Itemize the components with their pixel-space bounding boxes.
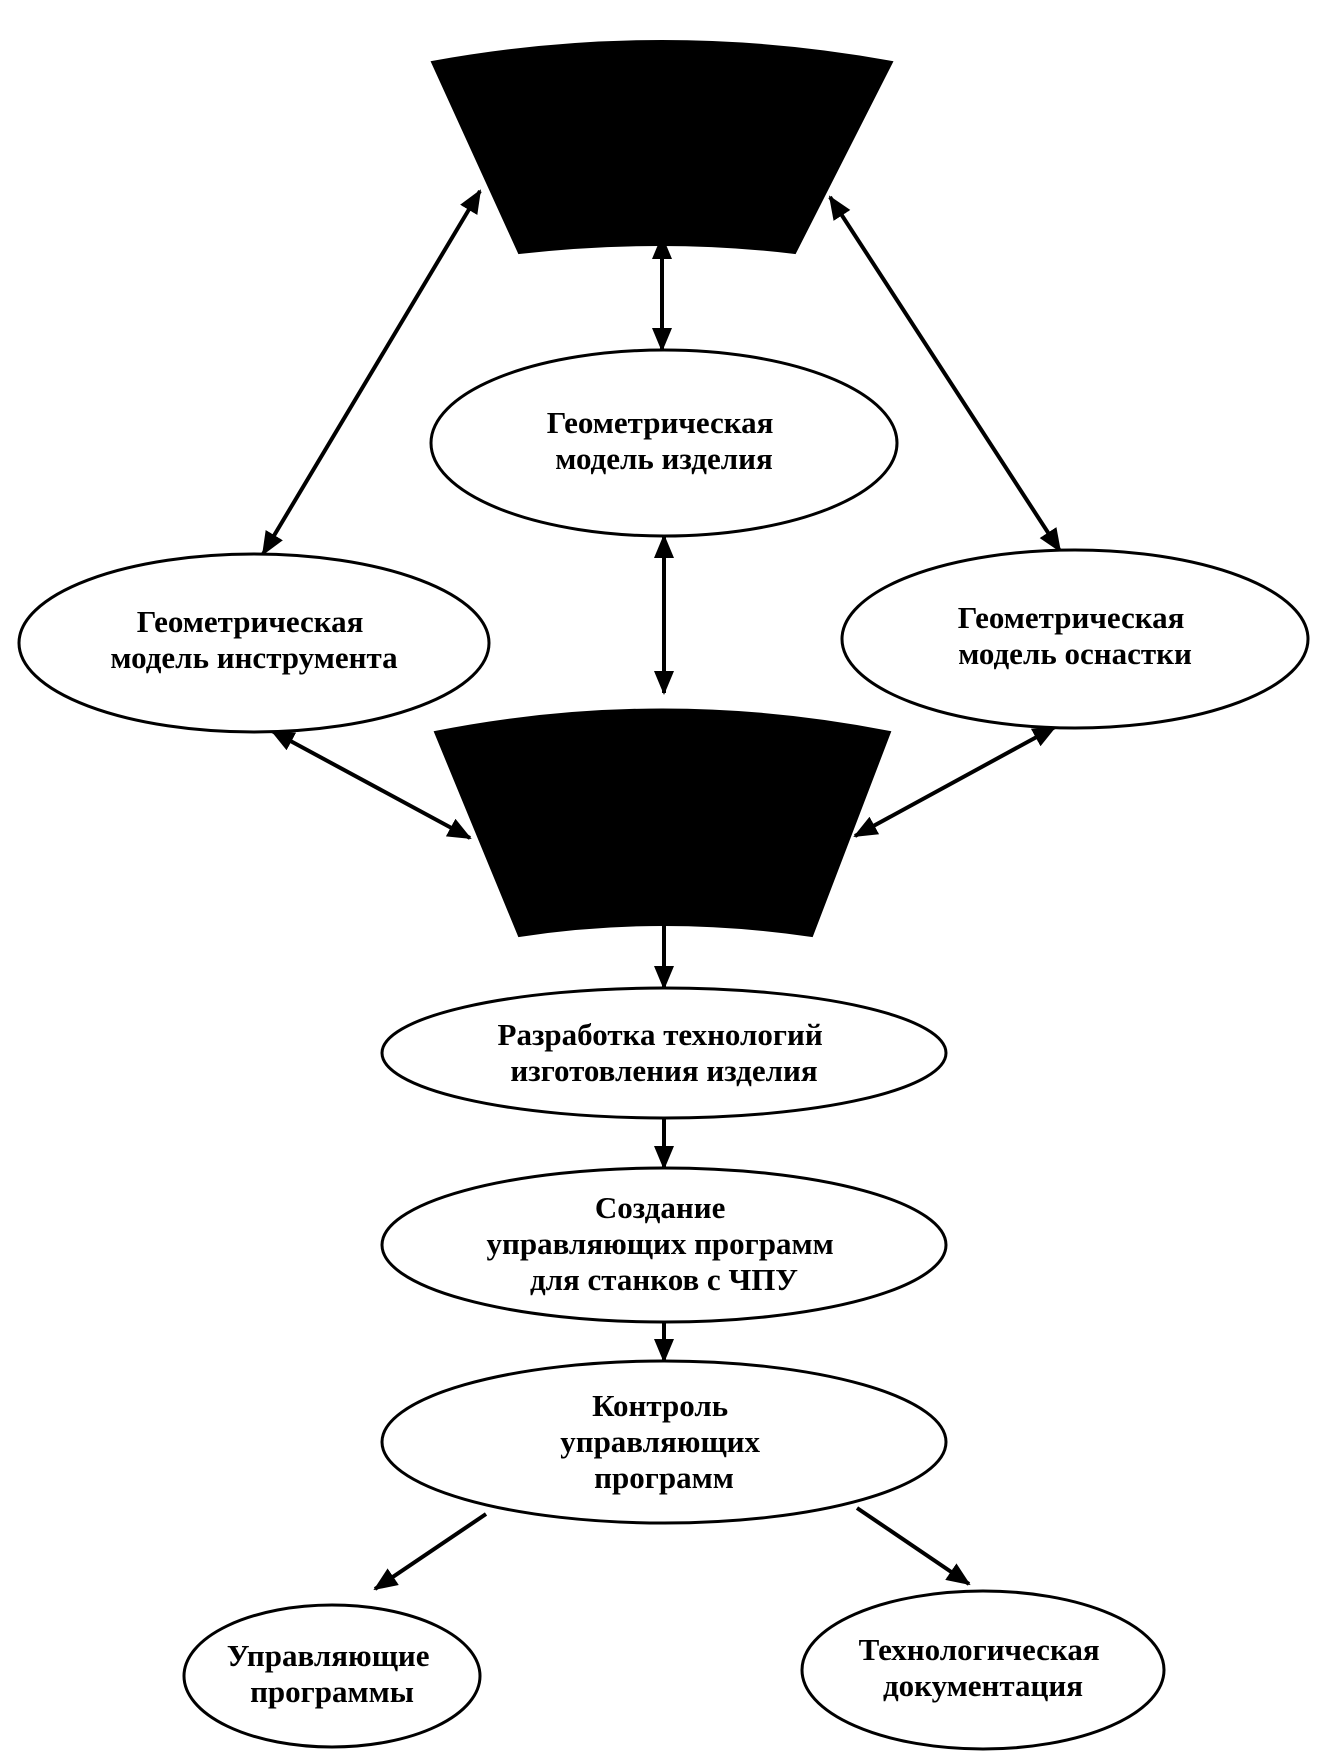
node-control-programs-line-1: Управляющие	[227, 1638, 430, 1673]
node-cnc-programs-label: Создание управляющих программ для станко…	[487, 1190, 842, 1297]
middle-block	[433, 708, 892, 938]
node-tech-documentation-line-1: Технологическая	[859, 1632, 1100, 1667]
node-program-control-line-2: управляющих	[560, 1424, 760, 1459]
node-fixture-model-shape	[840, 548, 1310, 730]
node-tool-model-line-1: Геометрическая	[137, 604, 364, 639]
node-fixture-model: Геометрическая модель оснастки	[840, 548, 1310, 730]
node-cnc-programs: Создание управляющих программ для станко…	[380, 1166, 948, 1324]
node-tool-model-shape	[17, 552, 491, 734]
node-cnc-programs-line-2: управляющих программ	[487, 1226, 834, 1261]
node-cnc-programs-line-3: для станков с ЧПУ	[530, 1262, 798, 1297]
node-tech-documentation-line-2: документация	[883, 1668, 1083, 1703]
node-fixture-model-line-1: Геометрическая	[958, 600, 1185, 635]
node-tool-model: Геометрическая модель инструмента	[17, 552, 491, 734]
edges	[261, 189, 1062, 1591]
node-product-model-line-2: модель изделия	[555, 441, 773, 476]
node-control-programs-line-2: программы	[250, 1674, 414, 1709]
node-fixture-model-label: Геометрическая модель оснастки	[958, 600, 1192, 671]
node-product-model-label: Геометрическая модель изделия	[547, 405, 781, 476]
edge-program-control-control-programs	[373, 1512, 488, 1591]
node-program-control: Контроль управляющих программ	[380, 1359, 948, 1525]
node-control-programs-label: Управляющие программы	[227, 1638, 438, 1709]
node-tool-model-line-2: модель инструмента	[110, 640, 398, 675]
node-control-programs-shape	[182, 1603, 482, 1749]
node-product-model-line-1: Геометрическая	[547, 405, 774, 440]
edge-program-control-tech-documentation	[855, 1506, 971, 1586]
edge-top-block-tool-model	[261, 189, 482, 556]
node-product-model-shape	[429, 348, 899, 538]
node-cnc-programs-shape	[380, 1166, 948, 1324]
node-control-programs: Управляющие программы	[182, 1603, 482, 1749]
node-tool-model-label: Геометрическая модель инструмента	[110, 604, 398, 675]
edge-fixture-model-middle-block	[853, 725, 1057, 838]
node-cnc-programs-line-1: Создание	[595, 1190, 725, 1225]
node-tech-development-label: Разработка технологий изготовления издел…	[498, 1017, 831, 1088]
edge-top-block-fixture-model	[828, 195, 1062, 553]
node-product-model: Геометрическая модель изделия	[429, 348, 899, 538]
top-block	[430, 40, 894, 255]
edge-tool-model-middle-block	[270, 729, 472, 840]
node-tech-development: Разработка технологий изготовления издел…	[380, 986, 948, 1120]
node-program-control-line-1: Контроль	[592, 1388, 728, 1423]
node-tech-documentation-label: Технологическая документация	[859, 1632, 1108, 1703]
node-program-control-line-3: программ	[594, 1460, 734, 1495]
node-fixture-model-line-2: модель оснастки	[958, 636, 1192, 671]
node-tech-documentation-shape	[800, 1589, 1166, 1751]
node-tech-development-line-1: Разработка технологий	[498, 1017, 823, 1052]
node-program-control-label: Контроль управляющих программ	[560, 1388, 768, 1495]
node-tech-development-shape	[380, 986, 948, 1120]
node-tech-development-line-2: изготовления изделия	[510, 1053, 817, 1088]
node-program-control-shape	[380, 1359, 948, 1525]
node-tech-documentation: Технологическая документация	[800, 1589, 1166, 1751]
